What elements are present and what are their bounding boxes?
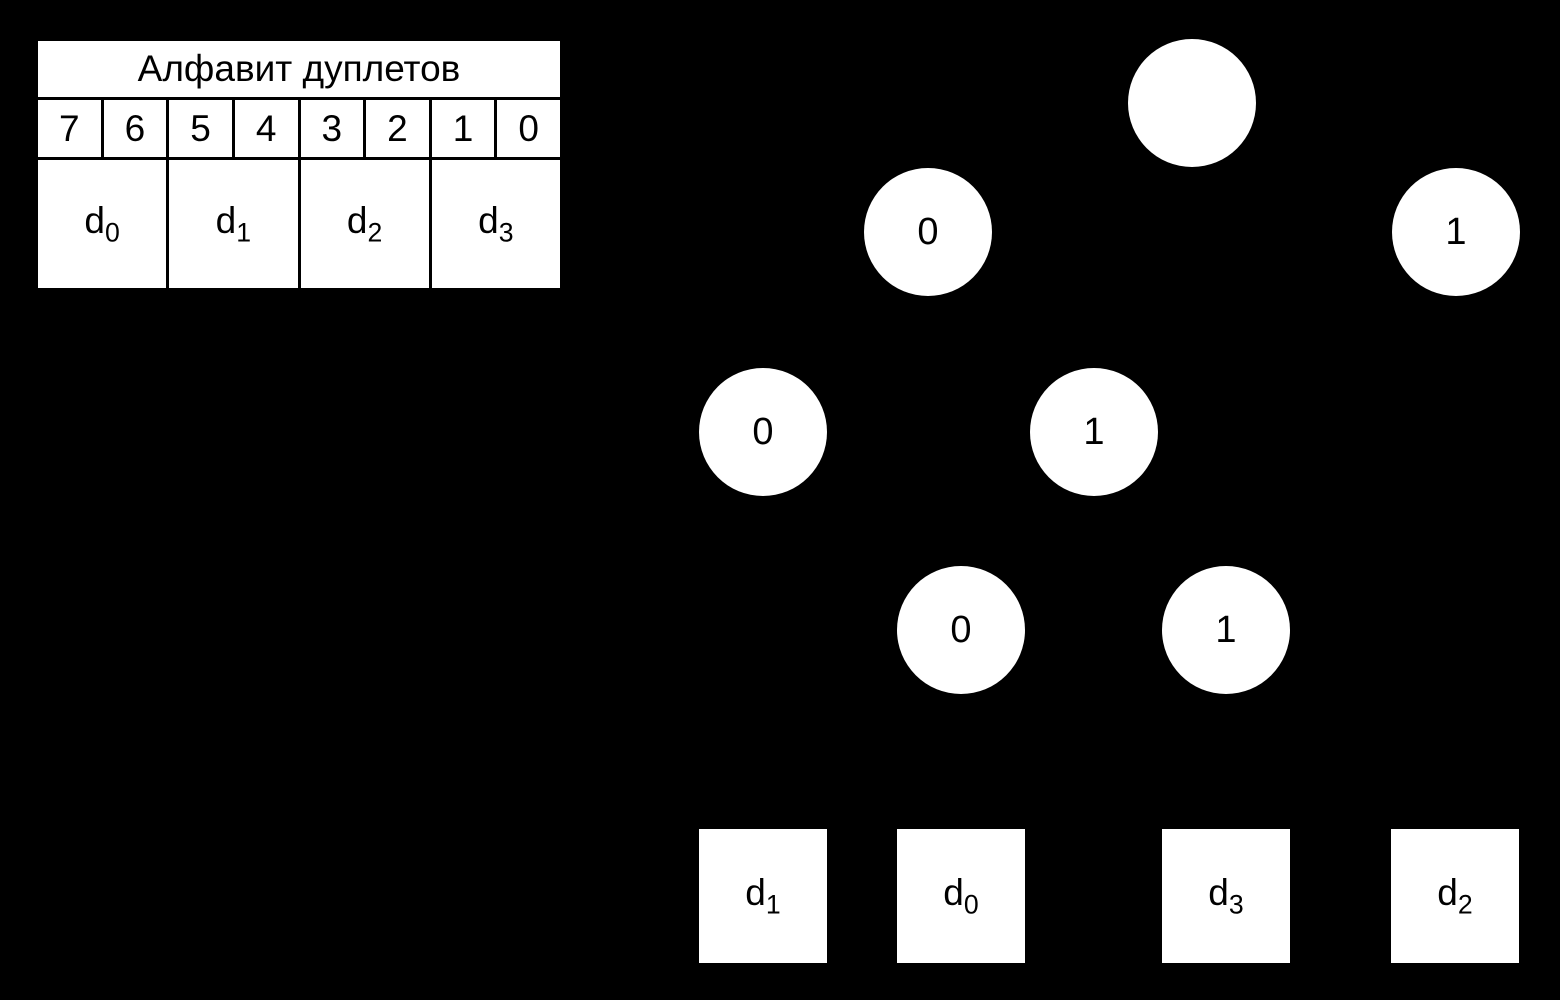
tree-node-label: 0 <box>950 608 972 651</box>
bit-index-cell: 3 <box>297 97 367 160</box>
bit-index-cell: 4 <box>231 97 301 160</box>
tree-node-root <box>1128 39 1256 167</box>
symbol-subscript: 3 <box>1228 889 1244 920</box>
symbol-subscript: 3 <box>498 217 514 248</box>
bit-index-cell: 7 <box>35 97 104 160</box>
leaf-d1: d1 <box>699 829 827 963</box>
tree-node-00: 0 <box>699 368 827 496</box>
symbol-base: d <box>1208 871 1229 913</box>
symbol-subscript: 0 <box>105 217 120 248</box>
symbol-cell-d0: d0 <box>34 157 170 291</box>
bit-index-cell: 5 <box>166 97 235 160</box>
symbol-subscript: 1 <box>236 217 252 248</box>
tree-node-label: 1 <box>1215 608 1237 651</box>
symbol-cell-d2: d2 <box>297 157 432 291</box>
table-title-row: Алфавит дуплетов <box>35 38 563 100</box>
symbol-base: d <box>346 199 368 241</box>
symbol-base: d <box>745 871 766 913</box>
leaf-d2: d2 <box>1391 829 1519 963</box>
tree-node-1: 1 <box>1392 168 1520 296</box>
leaf-label: d1 <box>745 872 780 920</box>
tree-node-label: 1 <box>1445 210 1467 253</box>
table-title: Алфавит дуплетов <box>35 38 563 100</box>
bit-index-cell: 0 <box>494 97 563 160</box>
leaf-d0: d0 <box>897 829 1025 963</box>
leaf-label: d0 <box>943 872 978 920</box>
bit-index-row: 7 6 5 4 3 2 1 0 <box>35 97 563 160</box>
leaf-label: d3 <box>1208 872 1243 920</box>
symbol-base: d <box>478 199 499 241</box>
symbol-base: d <box>215 199 237 241</box>
tree-node-label: 0 <box>917 210 939 253</box>
leaf-label: d2 <box>1437 872 1472 920</box>
symbol-subscript: 1 <box>765 889 781 920</box>
symbol-subscript: 0 <box>963 889 979 920</box>
symbol-cell-d3: d3 <box>428 157 564 291</box>
symbol-base: d <box>943 871 964 913</box>
tree-node-label: 0 <box>752 410 774 453</box>
tree-node-01: 1 <box>1030 368 1158 496</box>
bit-index-cell: 1 <box>428 97 498 160</box>
bit-index-cell: 6 <box>100 97 170 160</box>
tree-node-0: 0 <box>864 168 992 296</box>
symbol-row: d0 d1 d2 d3 <box>34 157 564 291</box>
leaf-d3: d3 <box>1162 829 1290 963</box>
symbol-subscript: 2 <box>1457 889 1473 920</box>
tree-node-010: 0 <box>897 566 1025 694</box>
symbol-subscript: 2 <box>367 217 383 248</box>
bit-index-cell: 2 <box>363 97 432 160</box>
tree-node-011: 1 <box>1162 566 1290 694</box>
tree-node-label: 1 <box>1083 410 1105 453</box>
symbol-base: d <box>1437 871 1458 913</box>
symbol-cell-d1: d1 <box>166 157 301 291</box>
symbol-base: d <box>84 199 105 241</box>
doublet-alphabet-table: Алфавит дуплетов 7 6 5 4 3 2 1 0 d0 d1 d… <box>34 38 564 291</box>
